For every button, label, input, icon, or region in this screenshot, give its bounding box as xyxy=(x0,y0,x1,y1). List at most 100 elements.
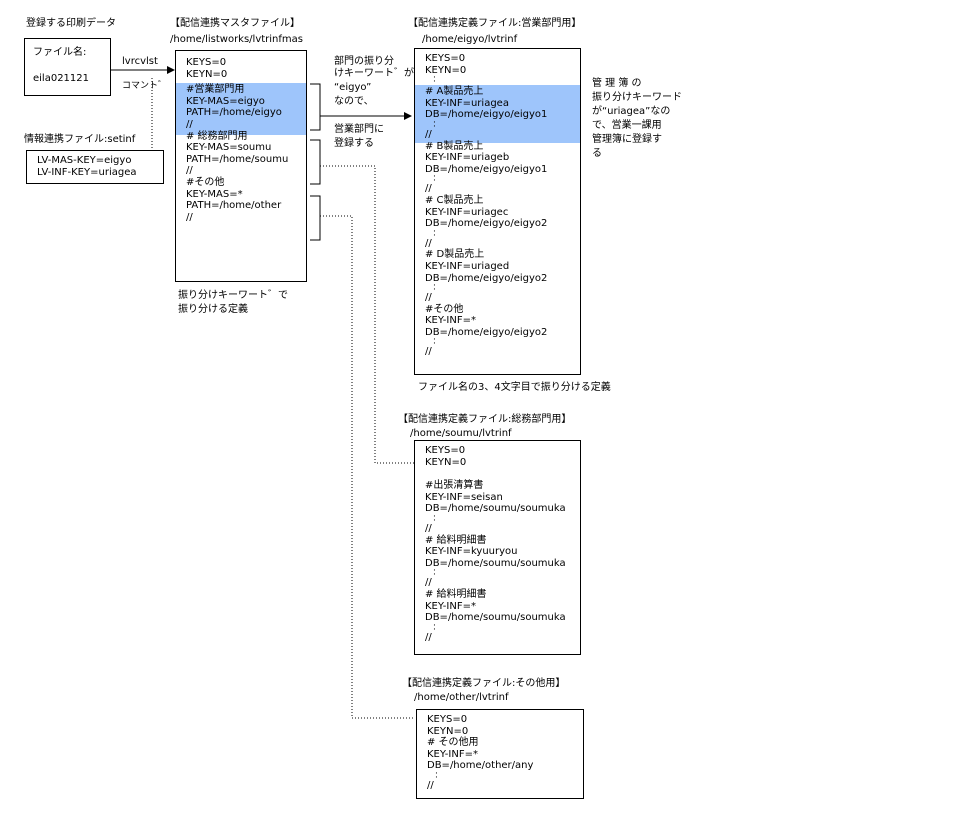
soumu-header-line: KEYN=0 xyxy=(425,456,467,468)
annotation-dept-6: 登録する xyxy=(334,138,374,149)
soumu-file-title: 【配信連携定義ファイル:総務部門用】 xyxy=(398,414,572,425)
master-line: // xyxy=(186,118,193,130)
eigyo-dots: ·· xyxy=(433,117,436,132)
other-line: # その他用 xyxy=(427,737,479,749)
eigyo-sep: // xyxy=(425,292,432,304)
info-file-box: LV-MAS-KEY=eigyo LV-INF-KEY=uriagea xyxy=(26,150,164,184)
soumu-g0-line: KEY-INF=seisan xyxy=(425,491,503,503)
master-caption-2: 振り分ける定義 xyxy=(178,304,248,315)
master-line: PATH=/home/other xyxy=(186,200,282,212)
info-line: LV-MAS-KEY=eigyo xyxy=(37,155,132,166)
eigyo-g1-line: # B製品売上 xyxy=(425,140,484,152)
filename-value: eila021121 xyxy=(33,73,90,84)
soumu-file-box: KEYS=0 KEYN=0 #出張清算書 KEY-INF=seisan DB=/… xyxy=(414,440,581,655)
annotation-dept-5: 営業部門に xyxy=(334,124,384,135)
soumu-g0-line: DB=/home/soumu/soumuka xyxy=(425,503,566,515)
soumu-sep: // xyxy=(425,577,432,589)
annotation-dept-4: なので、 xyxy=(334,96,374,107)
other-file-path: /home/other/lvtrinf xyxy=(414,692,509,703)
soumu-g2-line: DB=/home/soumu/soumuka xyxy=(425,612,566,624)
other-line: KEY-INF=* xyxy=(427,748,478,760)
soumu-g1-line: KEY-INF=kyuuryou xyxy=(425,546,518,558)
master-line: KEY-MAS=* xyxy=(186,188,243,200)
eigyo-g2-line: KEY-INF=uriagec xyxy=(425,206,509,218)
other-line: KEYS=0 xyxy=(427,714,468,725)
master-line: KEYS=0 xyxy=(186,57,227,68)
eigyo-g3-line: # D製品売上 xyxy=(425,249,485,261)
other-dots: ·· xyxy=(435,768,438,783)
eigyo-g4-line: DB=/home/eigyo/eigyo2 xyxy=(425,326,548,338)
master-line: KEY-MAS=eigyo xyxy=(186,95,265,107)
master-line: #営業部門用 xyxy=(186,84,245,96)
soumu-g1-line: # 給料明細書 xyxy=(425,534,487,546)
annotation-mgmt-3: が“uriagea”なの xyxy=(592,106,671,117)
eigyo-dots: ·· xyxy=(433,73,436,88)
master-line: KEYN=0 xyxy=(186,68,228,80)
eigyo-g1-line: KEY-INF=uriageb xyxy=(425,152,510,164)
master-file-path: /home/listworks/lvtrinfmas xyxy=(170,34,303,45)
annotation-mgmt-5: 管理簿に登録す xyxy=(592,134,662,145)
master-highlight xyxy=(176,83,306,135)
master-line: PATH=/home/soumu xyxy=(186,153,289,165)
eigyo-file-title: 【配信連携定義ファイル:営業部門用】 xyxy=(408,18,582,29)
info-line: LV-INF-KEY=uriagea xyxy=(37,166,137,178)
master-line: PATH=/home/eigyo xyxy=(186,107,282,119)
eigyo-g3-line: DB=/home/eigyo/eigyo2 xyxy=(425,272,548,284)
eigyo-g2-line: DB=/home/eigyo/eigyo2 xyxy=(425,218,548,230)
master-line: // xyxy=(186,211,193,223)
annotation-dept-2: けキーワート゛が、 xyxy=(334,68,424,79)
eigyo-header-line: KEYN=0 xyxy=(425,64,467,76)
soumu-lines: KEYS=0 KEYN=0 #出張清算書 KEY-INF=seisan DB=/… xyxy=(425,445,566,643)
eigyo-lines: KEYS=0 KEYN=0 ·· # A製品売上 KEY-INF=uriagea… xyxy=(425,53,547,358)
other-line: // xyxy=(427,779,434,791)
master-caption-1: 振り分けキーワート゛で xyxy=(178,290,288,301)
soumu-g0-line: #出張清算書 xyxy=(425,480,484,492)
eigyo-g0-line: # A製品売上 xyxy=(425,86,484,98)
annotation-mgmt-4: で、営業一課用 xyxy=(592,120,662,131)
eigyo-file-path: /home/eigyo/lvtrinf xyxy=(422,34,518,45)
eigyo-highlight xyxy=(415,85,580,143)
eigyo-g1-line: DB=/home/eigyo/eigyo1 xyxy=(425,163,548,175)
eigyo-caption: ファイル名の3、4文字目で振り分ける定義 xyxy=(418,382,611,393)
eigyo-g0-line: KEY-INF=uriagea xyxy=(425,97,509,109)
eigyo-dots: ·· xyxy=(433,335,436,350)
annotation-dept-3: “eigyo” xyxy=(334,82,372,93)
soumu-g1-line: DB=/home/soumu/soumuka xyxy=(425,557,566,569)
master-line: # 総務部門用 xyxy=(186,130,248,142)
soumu-sep: // xyxy=(425,522,432,534)
soumu-file-path: /home/soumu/lvtrinf xyxy=(410,428,512,439)
eigyo-g3-line: KEY-INF=uriaged xyxy=(425,260,510,272)
eigyo-sep: // xyxy=(425,128,432,140)
annotation-mgmt-2: 振り分けキーワード xyxy=(592,92,682,103)
other-file-title: 【配信連携定義ファイル:その他用】 xyxy=(402,678,566,689)
eigyo-g2-line: # C製品売上 xyxy=(425,194,484,206)
annotation-dept-1: 部門の振り分 xyxy=(334,56,394,67)
eigyo-file-box: KEYS=0 KEYN=0 ·· # A製品売上 KEY-INF=uriagea… xyxy=(414,48,581,375)
eigyo-g4-line: KEY-INF=* xyxy=(425,315,476,327)
soumu-g2-line: KEY-INF=* xyxy=(425,600,476,612)
eigyo-dots: ·· xyxy=(433,281,436,296)
other-line: DB=/home/other/any xyxy=(427,760,534,772)
other-lines: KEYS=0 KEYN=0 # その他用 KEY-INF=* DB=/home/… xyxy=(427,714,533,792)
soumu-dots: ·· xyxy=(433,511,436,526)
print-data-box: ファイル名: eila021121 xyxy=(24,38,111,96)
soumu-sep: // xyxy=(425,631,432,643)
eigyo-g4-line: #その他 xyxy=(425,303,464,315)
master-file-title: 【配信連携マスタファイル】 xyxy=(170,18,300,29)
eigyo-sep: // xyxy=(425,346,432,358)
comment-label: コマント゛ xyxy=(122,81,168,91)
eigyo-dots: ·· xyxy=(433,172,436,187)
master-lines: KEYS=0 KEYN=0 #営業部門用 KEY-MAS=eigyo PATH=… xyxy=(186,57,288,223)
eigyo-dots: ·· xyxy=(433,226,436,241)
soumu-dots: ·· xyxy=(433,620,436,635)
master-line: // xyxy=(186,165,193,177)
soumu-dots: ·· xyxy=(433,566,436,581)
eigyo-header-line: KEYS=0 xyxy=(425,53,466,64)
eigyo-sep: // xyxy=(425,183,432,195)
eigyo-sep: // xyxy=(425,237,432,249)
other-file-box: KEYS=0 KEYN=0 # その他用 KEY-INF=* DB=/home/… xyxy=(416,709,584,799)
soumu-g2-line: # 給料明細書 xyxy=(425,588,487,600)
soumu-header-line: KEYS=0 xyxy=(425,445,466,456)
master-line: KEY-MAS=soumu xyxy=(186,142,272,154)
eigyo-g0-line: DB=/home/eigyo/eigyo1 xyxy=(425,109,548,121)
